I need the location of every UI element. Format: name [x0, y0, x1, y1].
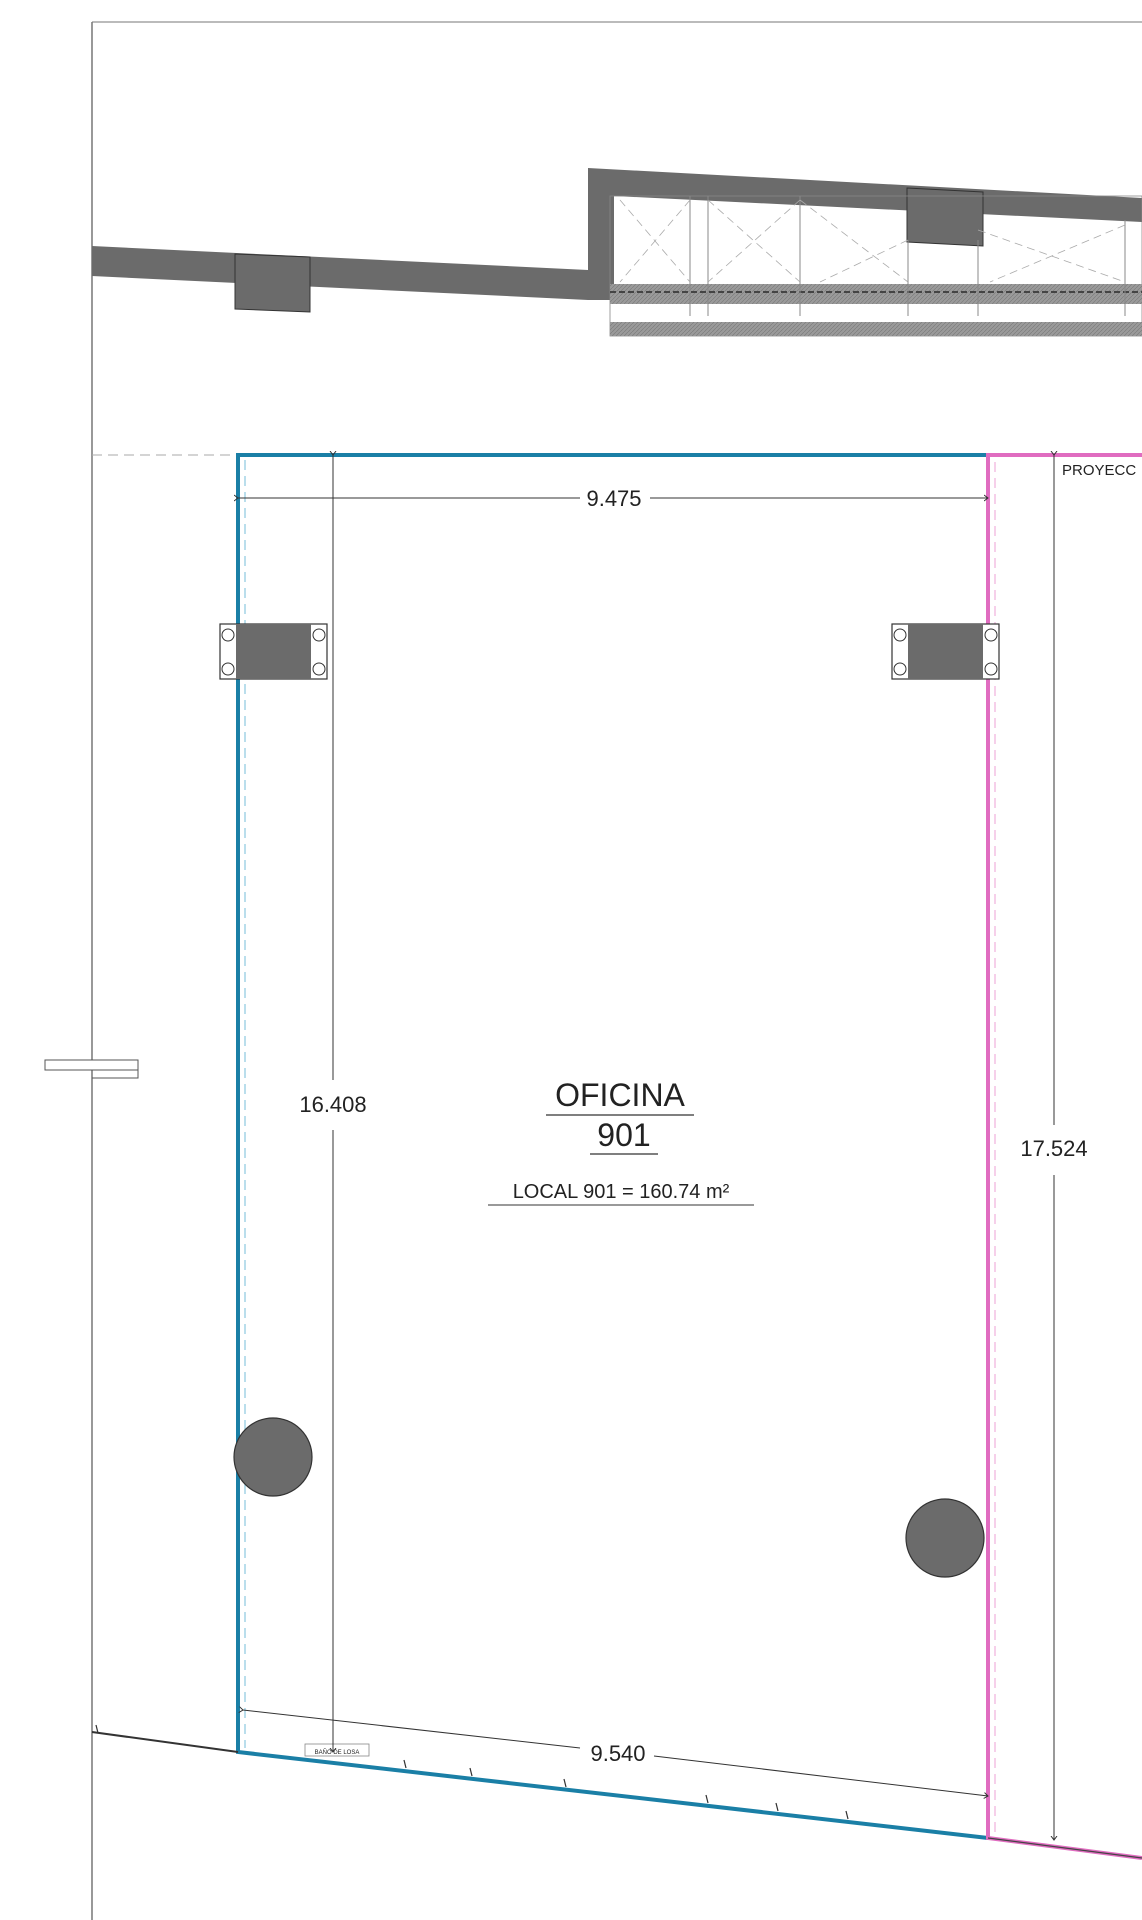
dimension-top-label: 9.475: [586, 486, 641, 511]
dimension-left-label: 16.408: [299, 1092, 366, 1117]
bottom-wall: BAÑO DE LOSA: [91, 1724, 1142, 1859]
outer-frame: [44, 21, 1142, 1920]
column-right: [891, 623, 1000, 680]
round-column-left: [233, 1417, 313, 1497]
dimension-bottom: 9.540: [243, 1710, 988, 1796]
room-label: OFICINA 901 LOCAL 901 = 160.74 m²: [488, 1077, 754, 1206]
room-number: 901: [597, 1117, 650, 1153]
dimension-right-label: 17.524: [1020, 1136, 1087, 1161]
room-name: OFICINA: [555, 1077, 685, 1113]
dimension-bottom-label: 9.540: [590, 1741, 645, 1766]
dimension-right: 17.524: [1020, 455, 1088, 1840]
adjacent-label: PROYECC: [1062, 462, 1136, 479]
column-left: [219, 623, 328, 680]
dimension-left: 16.408: [299, 455, 367, 1752]
small-note-box: [304, 1743, 370, 1757]
facade-wall: [92, 168, 1142, 337]
small-note: BAÑO DE LOSA: [315, 1749, 360, 1756]
window-band: [609, 195, 1142, 337]
dimension-top: 9.475: [238, 486, 988, 511]
room-area: LOCAL 901 = 160.74 m²: [513, 1181, 730, 1203]
round-column-right: [905, 1498, 985, 1578]
